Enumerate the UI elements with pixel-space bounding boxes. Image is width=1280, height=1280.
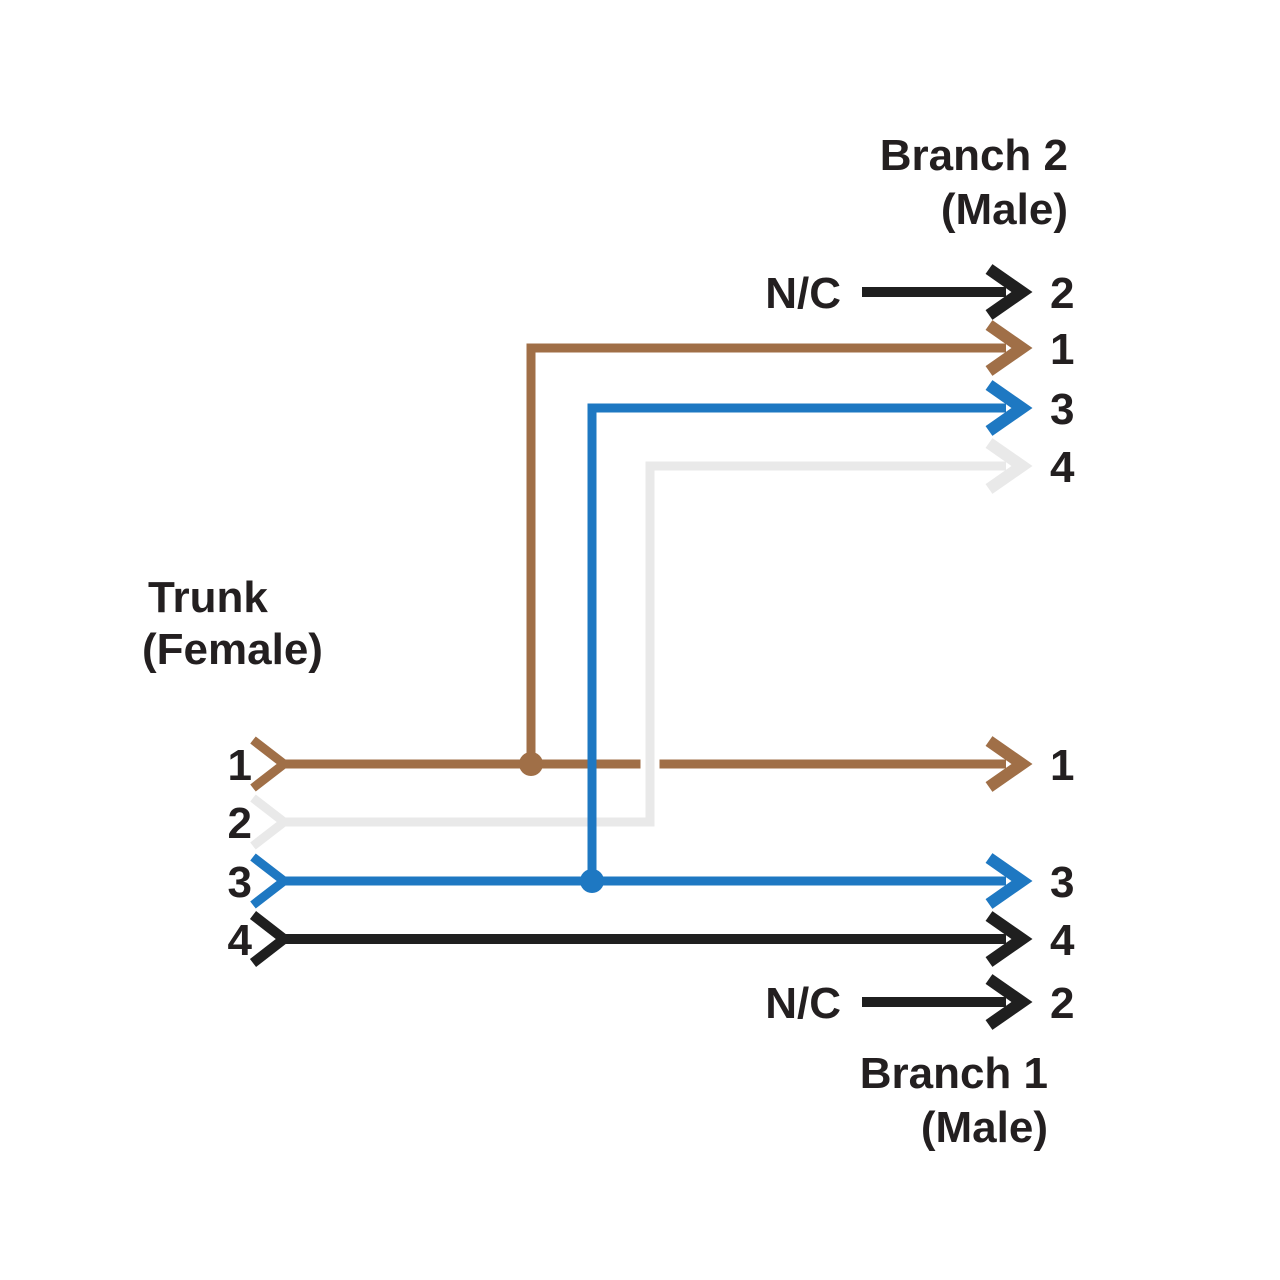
trunk-pin-number-3: 3 [228,858,252,907]
branch2-title-line1: Branch 2 [880,131,1068,180]
male-arrowhead-branch2-pin1 [985,320,1033,376]
wire-black-group [249,911,1033,967]
trunk-title-line2: (Female) [142,625,323,674]
branch2-pin-number-2: 2 [1050,269,1074,318]
male-arrowhead-branch2-pin4 [985,438,1033,494]
branch1-pin-number-2: 2 [1050,979,1074,1028]
male-arrowhead-branch1-pin4 [985,911,1033,967]
branch1-pin-number-4: 4 [1050,916,1075,965]
junction-dot-brown [519,752,543,776]
male-arrowhead-branch2-pin2 [985,264,1033,320]
branch2-title-line2: (Male) [941,185,1068,234]
nc-arrows-group [862,264,1033,1030]
nc-label-branch2: N/C [765,269,841,318]
wire-brown-branch2-riser [526,343,1006,764]
female-chevron-trunk-pin1 [250,736,292,792]
male-arrowhead-branch2-pin3 [985,380,1033,436]
wire-blue-branch2-riser [587,403,1006,881]
wire-blue-group [250,380,1033,909]
branch2-pin-number-4: 4 [1050,443,1075,492]
branch1-title-line1: Branch 1 [860,1049,1048,1098]
female-chevron-trunk-pin2 [250,794,292,850]
branch1-title-line2: (Male) [921,1103,1048,1152]
nc-label-branch1: N/C [765,979,841,1028]
trunk-title-line1: Trunk [148,573,268,622]
wire-white-path [284,461,1006,827]
wire-brown-group [250,320,1033,792]
branch1-pin-number-3: 3 [1050,858,1074,907]
female-chevron-trunk-pin3 [250,853,292,909]
junction-dot-blue [580,869,604,893]
branch1-pin-number-1: 1 [1050,741,1074,790]
female-chevron-trunk-pin4 [249,911,293,967]
trunk-pin-number-1: 1 [228,741,252,790]
branch2-pin-number-1: 1 [1050,325,1074,374]
male-arrowhead-branch1-pin1 [985,736,1033,792]
male-arrowhead-branch1-pin3 [985,853,1033,909]
trunk-pin-number-2: 2 [228,799,252,848]
male-arrowhead-branch1-pin2 [985,974,1033,1030]
trunk-pin-number-4: 4 [228,916,253,965]
wire-white-group [250,438,1033,850]
branch2-pin-number-3: 3 [1050,385,1074,434]
